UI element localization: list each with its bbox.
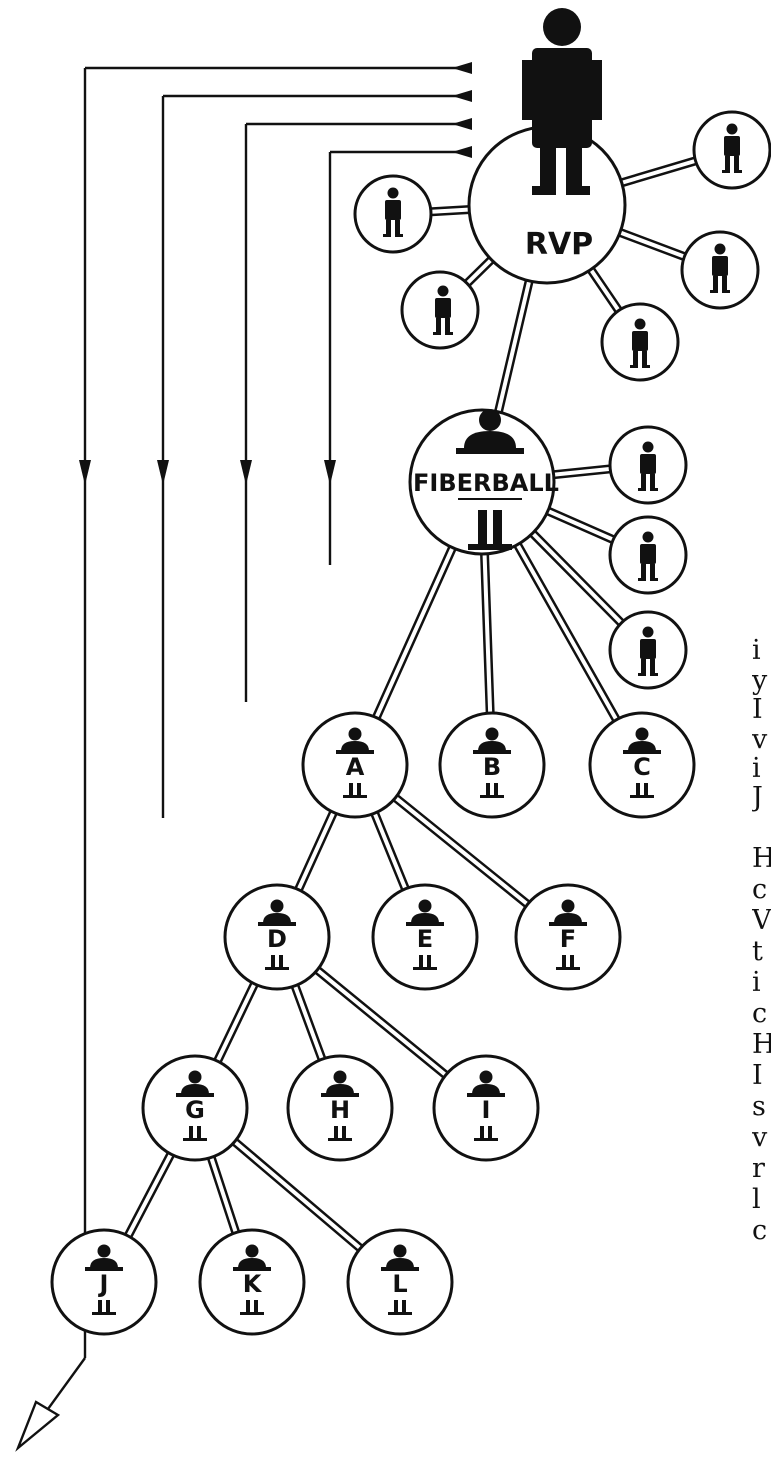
recruit-nodes: A B C D E F G H I J K L <box>50 711 696 1336</box>
recruit-node-l: L <box>346 1228 454 1336</box>
recruit-label: D <box>267 925 287 953</box>
recruit-label: E <box>417 925 433 953</box>
flow-arrows <box>15 62 472 1452</box>
recruit-label: J <box>98 1270 109 1298</box>
recruit-label: B <box>483 753 501 781</box>
recruit-node-i: I <box>432 1054 540 1162</box>
recruit-node-h: H <box>286 1054 394 1162</box>
recruit-label: I <box>482 1096 491 1124</box>
recruit-label: G <box>185 1096 205 1124</box>
recruit-label: L <box>392 1270 407 1298</box>
recruit-node-k: K <box>198 1228 306 1336</box>
recruit-node-e: E <box>371 883 479 991</box>
outflow-arrowhead <box>15 1400 61 1452</box>
tree-nodes <box>353 110 771 690</box>
root-label: RVP <box>525 227 593 262</box>
fireball-label: FIBERBALL <box>413 469 559 497</box>
recruit-node-b: B <box>438 711 546 819</box>
recruit-node-c: C <box>588 711 696 819</box>
recruit-label: C <box>633 753 651 781</box>
recruit-label: A <box>346 753 365 781</box>
recruit-label: H <box>330 1096 350 1124</box>
recruit-node-a: A <box>301 711 409 819</box>
recruit-node-f: F <box>514 883 622 991</box>
recruit-label: F <box>560 925 576 953</box>
recruit-label: K <box>243 1270 263 1298</box>
figure-icons <box>383 8 742 676</box>
recruit-node-d: D <box>223 883 331 991</box>
root-person-icon <box>522 8 602 195</box>
recruit-node-g: G <box>141 1054 249 1162</box>
fireball-node <box>408 408 556 556</box>
recruit-node-j: J <box>50 1228 158 1336</box>
fireball-person-icon <box>456 409 524 550</box>
